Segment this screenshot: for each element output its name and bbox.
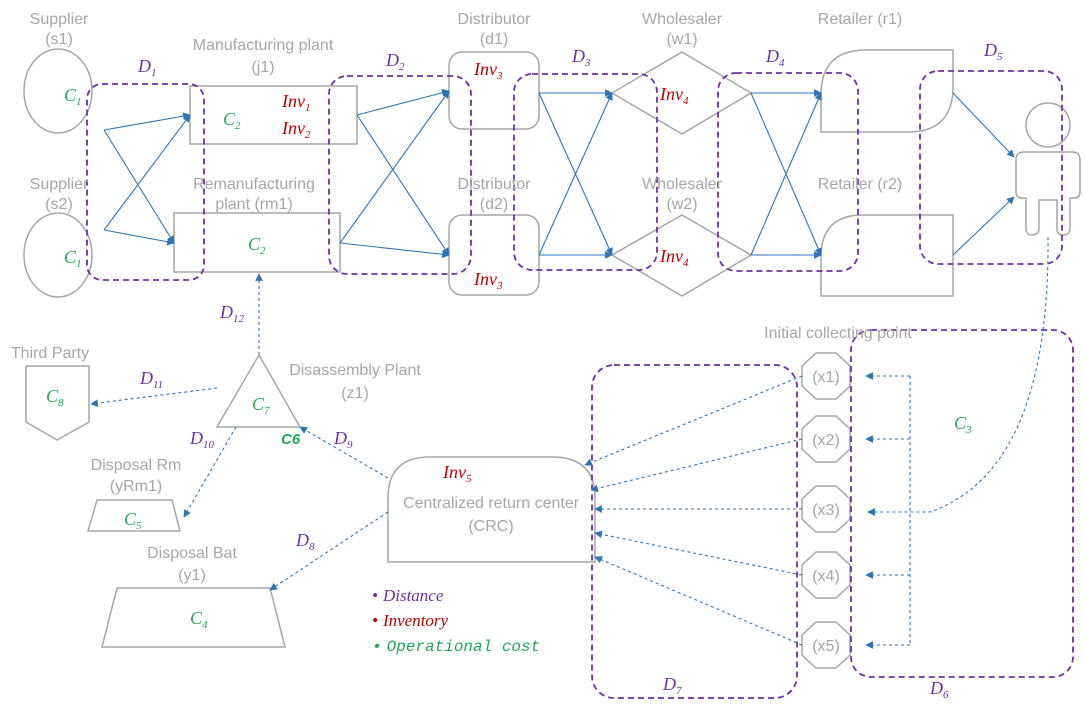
region-d3 (513, 73, 658, 271)
collecting-x2-label: (x2) (812, 432, 840, 449)
disassembly-triangle (215, 353, 302, 428)
inv-manufacturing-1: Inv1 (281, 91, 310, 114)
disposal-bat-label: Disposal Bat (147, 545, 237, 562)
crc-id: (CRC) (468, 518, 513, 535)
cost-disassembly-c6: C6 (281, 431, 301, 448)
cost-third-party: C8 (46, 386, 64, 409)
legend-distance: •Distance (372, 586, 444, 605)
distance-d6: D6 (929, 678, 949, 701)
supplier-s1-circle (23, 48, 93, 134)
wholesaler-w1-id: (w1) (666, 31, 697, 48)
remanufacturing-label: Remanufacturing (193, 176, 315, 193)
disassembly-id: (z1) (341, 385, 369, 402)
retailer-r2-shape (820, 214, 954, 297)
region-d1 (86, 83, 205, 281)
inv-crc: Inv5 (442, 462, 472, 485)
distance-d9: D9 (333, 428, 353, 451)
distance-d10: D10 (189, 428, 215, 451)
inv-wholesaler-w2: Inv4 (659, 246, 689, 269)
collecting-point-x3 (801, 485, 851, 533)
distance-d7: D7 (662, 674, 682, 697)
manufacturing-id: (j1) (251, 59, 274, 76)
legend: •Distance •Inventory •Operational cost (372, 586, 540, 656)
cost-collecting: C3 (954, 413, 972, 436)
remanufacturing-id: plant (rm1) (215, 196, 292, 213)
wholesaler-w1-label: Wholesaler (642, 11, 723, 28)
distributor-d1-id: (d1) (480, 31, 508, 48)
cost-disassembly: C7 (252, 394, 270, 417)
region-d4 (717, 72, 859, 272)
region-d7 (591, 364, 798, 699)
collecting-x1-label: (x1) (812, 369, 840, 386)
forward-flows (103, 89, 1015, 259)
retailer-r2-label: Retailer (r2) (818, 176, 902, 193)
wholesaler-w2-diamond (610, 214, 753, 297)
cost-s1: C1 (64, 85, 82, 108)
third-party-pentagon (25, 365, 90, 441)
wholesaler-w2-id: (w2) (666, 196, 697, 213)
return-flows (90, 236, 1049, 649)
legend-inventory: •Inventory (372, 611, 449, 630)
cost-manufacturing: C2 (223, 109, 241, 132)
collecting-point-x1 (801, 352, 851, 400)
inv-distributor-d2: Inv3 (473, 269, 503, 292)
third-party-label: Third Party (11, 345, 89, 362)
crc-label: Centralized return center (403, 495, 580, 512)
distance-d8: D8 (295, 530, 315, 553)
distance-d12: D12 (219, 302, 245, 325)
retailer-r1-label: Retailer (r1) (818, 11, 902, 28)
customer-person-icon (1015, 102, 1081, 236)
collecting-point-x2 (801, 415, 851, 463)
distance-d3: D3 (571, 46, 591, 69)
region-d6 (850, 329, 1074, 678)
cost-disposal-bat: C4 (190, 608, 208, 631)
inv-wholesaler-w1: Inv4 (659, 84, 689, 107)
cost-s2: C1 (64, 247, 82, 270)
distance-d4: D4 (765, 46, 785, 69)
distance-d11: D11 (139, 368, 163, 391)
collecting-points (801, 352, 851, 669)
disposal-bat-trapezoid (101, 587, 286, 648)
disposal-rm-label: Disposal Rm (91, 457, 182, 474)
inv-manufacturing-2: Inv2 (281, 118, 311, 141)
manufacturing-plant-box (189, 85, 358, 145)
supplier-s1-id: (s1) (45, 31, 73, 48)
cost-remanufacturing: C2 (248, 234, 266, 257)
disassembly-label: Disassembly Plant (289, 362, 421, 379)
legend-operational-cost: •Operational cost (372, 638, 540, 656)
cost-disposal-rm: C5 (124, 509, 142, 532)
manufacturing-label: Manufacturing plant (193, 37, 334, 54)
supplier-s1-label: Supplier (30, 11, 89, 28)
retailer-r1-shape (820, 49, 954, 133)
disposal-rm-trapezoid (87, 499, 181, 532)
distance-d2: D2 (385, 50, 405, 73)
collecting-title: Initial collecting point (764, 325, 912, 342)
region-d2 (328, 75, 472, 275)
distance-d5: D5 (983, 40, 1003, 63)
collecting-x5-label: (x5) (812, 638, 840, 655)
supplier-s2-id: (s2) (45, 196, 73, 213)
distributor-d2-label: Distributor (458, 176, 532, 193)
collecting-x3-label: (x3) (812, 502, 840, 519)
wholesaler-w2-label: Wholesaler (642, 176, 723, 193)
distance-d1: D1 (137, 56, 157, 79)
inv-distributor-d1: Inv3 (473, 59, 503, 82)
wholesaler-w1-diamond (610, 51, 753, 135)
supplier-s2-circle (23, 212, 93, 298)
distributor-d2-id: (d2) (480, 196, 508, 213)
supplier-s2-label: Supplier (30, 176, 89, 193)
disposal-bat-id: (y1) (178, 567, 206, 584)
distributor-d1-label: Distributor (458, 11, 532, 28)
disposal-rm-id: (yRm1) (110, 478, 162, 495)
collecting-point-x5 (801, 621, 851, 669)
collecting-x4-label: (x4) (812, 568, 840, 585)
collecting-point-x4 (801, 551, 851, 599)
region-d5 (919, 70, 1063, 265)
